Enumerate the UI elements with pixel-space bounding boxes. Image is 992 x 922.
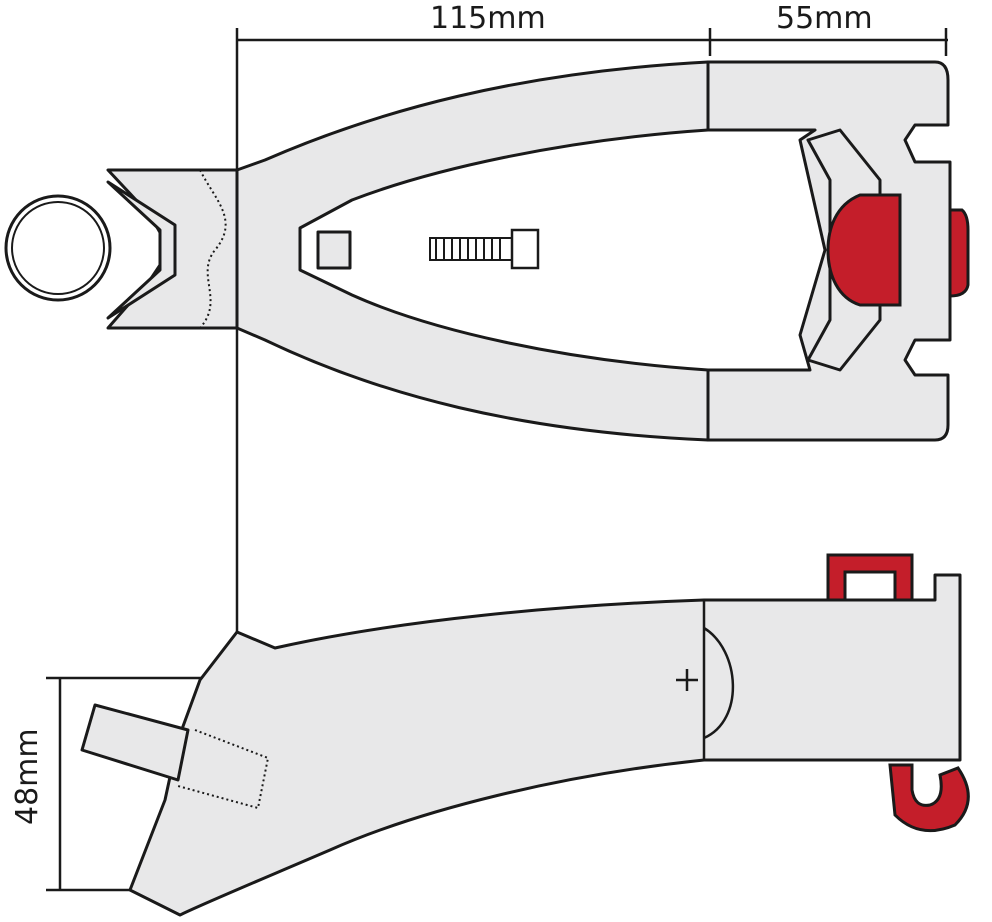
dimension-48mm: 48mm [10, 728, 45, 825]
handlebar-ring [4, 194, 112, 302]
strap-tab [80, 703, 190, 782]
lock-button [826, 193, 902, 307]
screw-icon [429, 228, 540, 270]
dimension-55mm: 55mm [776, 1, 873, 36]
side-view [80, 553, 970, 917]
dimension-115mm: 115mm [430, 1, 546, 36]
side-body [128, 573, 962, 917]
fork-arm [235, 60, 710, 442]
top-view [4, 60, 970, 442]
hook-bottom [888, 763, 970, 833]
nut-icon [316, 230, 352, 270]
hook-top [826, 553, 914, 602]
